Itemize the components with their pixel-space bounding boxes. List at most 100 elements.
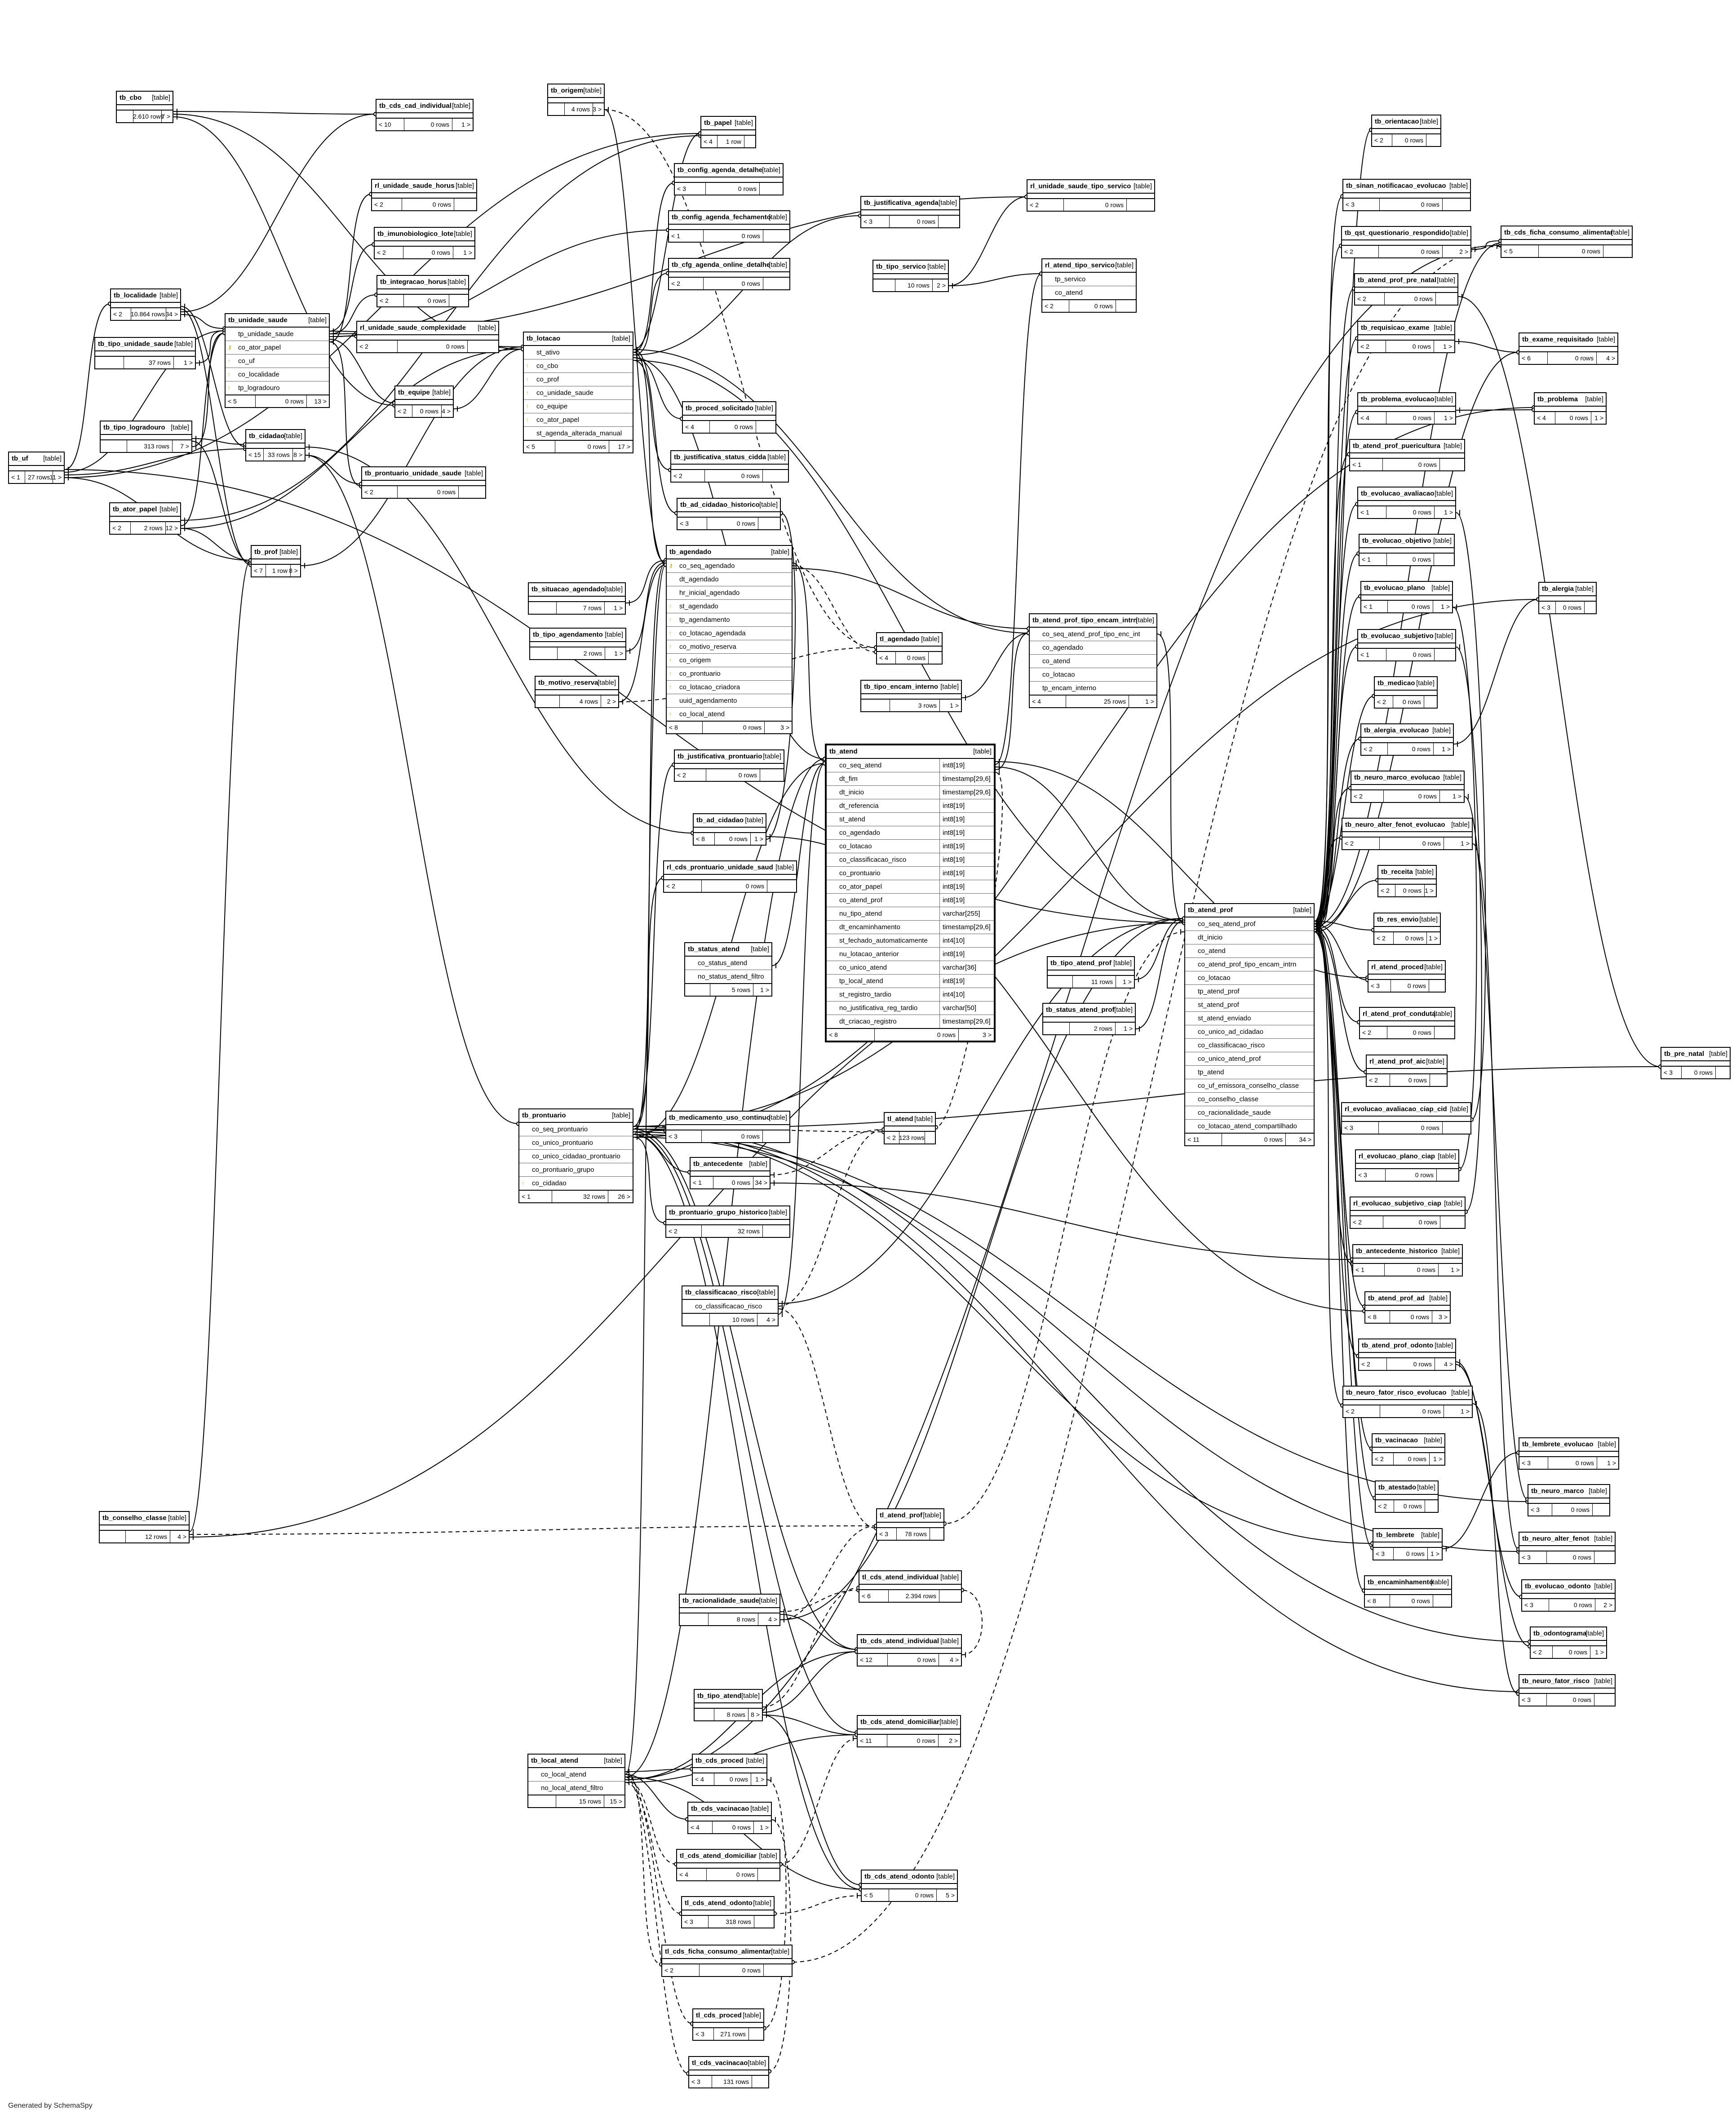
column-row[interactable]: co_classificacao_risco: [1185, 1039, 1314, 1052]
column-row[interactable]: ↑co_equipe: [524, 400, 633, 413]
column-row[interactable]: ↑co_cbo: [524, 359, 633, 373]
column-row[interactable]: ⚷co_ator_papel: [226, 341, 329, 355]
child-count[interactable]: 1 >: [1433, 1455, 1442, 1463]
parent-count[interactable]: < 4: [704, 138, 713, 145]
child-count[interactable]: 8 >: [751, 1711, 760, 1718]
parent-count[interactable]: < 2: [1375, 1455, 1384, 1463]
parent-count[interactable]: < 8: [829, 1031, 838, 1038]
parent-count[interactable]: < 2: [1045, 302, 1054, 310]
parent-count[interactable]: < 4: [679, 1871, 688, 1878]
child-count[interactable]: 8 >: [289, 567, 298, 574]
parent-count[interactable]: < 6: [1522, 355, 1531, 362]
column-row[interactable]: tp_atend: [1185, 1066, 1314, 1079]
child-count[interactable]: 4 >: [177, 1533, 186, 1540]
column-row[interactable]: ↑tp_logradouro: [226, 381, 329, 394]
parent-count[interactable]: < 1: [522, 1193, 531, 1200]
column-row[interactable]: dt_agendado: [667, 573, 792, 586]
parent-count[interactable]: < 5: [526, 443, 535, 450]
child-count[interactable]: 1 >: [1594, 414, 1603, 421]
child-count[interactable]: 1 >: [614, 604, 623, 612]
parent-count[interactable]: < 5: [864, 1892, 873, 1899]
parent-count[interactable]: < 2: [1361, 1361, 1370, 1368]
column-row[interactable]: ↑co_unidade_saude: [524, 386, 633, 400]
column-row[interactable]: tp_servico: [1042, 273, 1136, 286]
parent-count[interactable]: < 3: [1344, 1124, 1353, 1131]
parent-count[interactable]: < 2: [1346, 1408, 1355, 1415]
parent-count[interactable]: < 8: [669, 724, 678, 731]
parent-count[interactable]: < 2: [673, 472, 682, 479]
child-count[interactable]: 2 >: [937, 282, 946, 289]
parent-count[interactable]: < 3: [879, 1530, 888, 1538]
child-count[interactable]: 1 >: [1444, 509, 1453, 516]
child-count[interactable]: 2 >: [1459, 248, 1468, 255]
table-tb-atend-prof-tipo-encam-intrn[interactable]: tb_atend_prof_tipo_encam_intrn[table]co_…: [1029, 613, 1157, 708]
parent-count[interactable]: < 1: [1360, 509, 1369, 516]
parent-count[interactable]: < 3: [1664, 1069, 1673, 1076]
child-count[interactable]: 34 >: [755, 1179, 767, 1186]
parent-count[interactable]: < 2: [1378, 1502, 1387, 1510]
parent-count[interactable]: < 2: [1354, 793, 1363, 800]
child-count[interactable]: 1 >: [1124, 1025, 1133, 1032]
column-row[interactable]: co_status_atend: [685, 957, 771, 970]
child-count[interactable]: 1 >: [1453, 793, 1461, 800]
parent-count[interactable]: < 2: [677, 771, 686, 779]
parent-count[interactable]: < 4: [1537, 414, 1546, 421]
parent-count[interactable]: < 2: [364, 488, 373, 496]
child-count[interactable]: 4 >: [442, 408, 451, 415]
column-row[interactable]: st_atend_prof: [1185, 998, 1314, 1012]
child-count[interactable]: 4 >: [950, 1656, 959, 1663]
column-row[interactable]: ↑co_ator_papel: [524, 413, 633, 427]
column-row[interactable]: st_atend_enviado: [1185, 1012, 1314, 1025]
child-count[interactable]: 1 >: [1441, 603, 1450, 610]
parent-count[interactable]: < 2: [666, 882, 675, 890]
parent-count[interactable]: < 3: [684, 1918, 693, 1925]
column-row[interactable]: ↑co_cidadao: [519, 1177, 633, 1190]
column-row[interactable]: co_classificacao_risco: [682, 1300, 778, 1313]
child-count[interactable]: 15 >: [610, 1798, 622, 1805]
parent-count[interactable]: < 2: [887, 1134, 896, 1141]
column-row[interactable]: tp_encam_interno: [1030, 682, 1156, 695]
column-row[interactable]: ↑co_uf: [226, 355, 329, 368]
